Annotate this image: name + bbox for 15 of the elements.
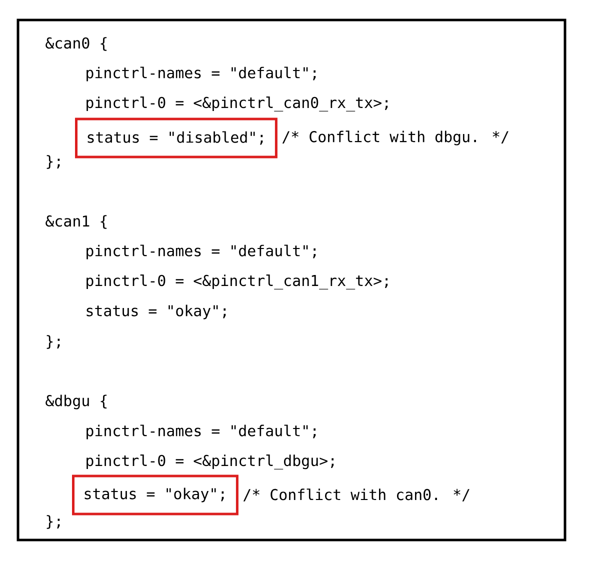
code-line: &can1 { bbox=[46, 215, 107, 229]
code-line: pinctrl-names = "default"; bbox=[86, 424, 316, 440]
code-comment: /* Conflict with dbgu. */ bbox=[282, 130, 508, 146]
code-line: pinctrl-0 = <&pinctrl_can1_rx_tx>; bbox=[86, 274, 388, 290]
code-line: status = "okay"; bbox=[86, 304, 226, 320]
highlight-box: status = "okay"; bbox=[72, 474, 238, 516]
code-line: &can0 { bbox=[46, 37, 107, 51]
code-line: &dbgu { bbox=[46, 394, 107, 410]
code-line: }; bbox=[46, 515, 60, 529]
code-line: pinctrl-names = "default"; bbox=[86, 66, 316, 82]
code-line: }; bbox=[46, 155, 60, 169]
code-comment: /* Conflict with can0. */ bbox=[243, 488, 470, 502]
code-line: }; bbox=[46, 335, 60, 349]
code-line: pinctrl-names = "default"; bbox=[86, 244, 316, 260]
highlight-box: status = "disabled"; bbox=[75, 118, 278, 158]
